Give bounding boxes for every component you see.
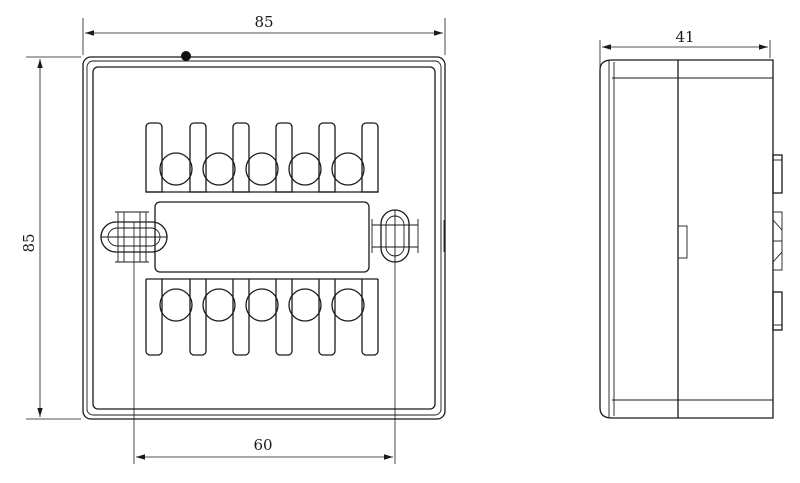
front-plate-inner	[92, 66, 436, 410]
terminal-screw	[245, 152, 279, 186]
terminal-block-lower	[145, 278, 379, 356]
terminal-screw	[331, 288, 365, 322]
front-view: 85 85 60	[20, 13, 446, 464]
dimension-mount-spacing: 60	[133, 222, 396, 464]
dimension-front-height: 85	[20, 56, 81, 420]
terminal-block-upper	[145, 122, 379, 193]
center-window	[154, 201, 370, 273]
side-terminal-bottom	[772, 291, 783, 331]
dimension-front-width: 85	[82, 13, 446, 55]
side-terminal-top	[772, 154, 783, 194]
terminal-screw	[331, 152, 365, 186]
dim-label-side-depth: 41	[675, 28, 694, 46]
terminal-screw	[159, 152, 193, 186]
orientation-dot	[181, 51, 191, 61]
dimension-side-depth: 41	[599, 28, 771, 68]
terminal-screw	[288, 288, 322, 322]
terminal-screw	[202, 152, 236, 186]
dim-label-mount-spacing: 60	[253, 436, 272, 454]
mounting-slot-right	[371, 209, 419, 263]
terminal-screw	[159, 288, 193, 322]
dim-label-front-height: 85	[20, 233, 38, 252]
side-body-outline	[599, 59, 774, 419]
side-view: 41	[599, 28, 783, 419]
terminal-screw	[245, 288, 279, 322]
front-plate-outer	[82, 56, 446, 420]
terminal-screw	[202, 288, 236, 322]
side-center-tab	[677, 225, 688, 259]
terminal-screw	[288, 152, 322, 186]
dim-label-front-width: 85	[254, 13, 273, 31]
